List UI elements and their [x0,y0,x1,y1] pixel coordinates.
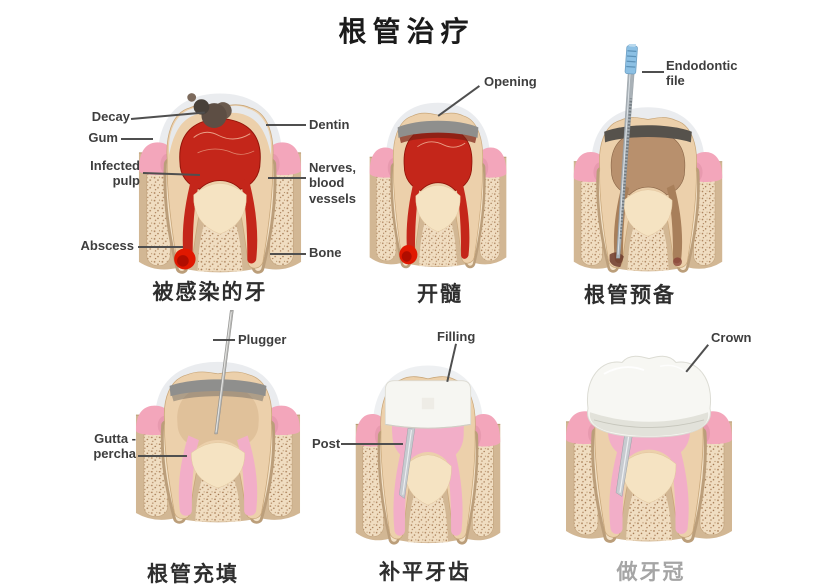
bone-leader-line [270,253,306,255]
opening-label: Opening [484,74,537,89]
endodontic-file-icon [616,44,638,259]
plugger-icon [214,310,234,435]
endodontic-file-label: Endodontic file [666,58,738,89]
nerves-label: Nerves, blood vessels [309,160,356,206]
caption-canal-filling: 根管充填 [147,562,239,586]
endodontic-file-leader-line [642,71,664,73]
caption-canal-preparation: 根管预备 [584,283,676,307]
dentin-label: Dentin [309,117,350,132]
gum-leader-line [121,138,153,140]
filling-label: Filling [437,329,476,344]
infected-pulp-label: Infected pulp [90,158,140,189]
abscess-label: Abscess [80,238,134,253]
caption-make-crown: 做牙冠 [616,560,686,584]
opened-tooth-illustration [369,102,507,274]
filled-tooth-illustration [355,365,501,546]
infected-tooth-illustration [138,93,302,280]
caption-fill-tooth: 补平牙齿 [379,560,471,584]
decay-spot [187,93,232,128]
gum-label: Gum [88,130,118,145]
post-icon [399,427,416,499]
decay-label: Decay [91,109,130,124]
caption-infected-tooth: 被感染的牙 [152,280,268,304]
post-label: Post [312,436,341,451]
root-canal-preparation-illustration [573,44,723,274]
crowned-tooth-illustration [565,355,733,552]
bone-label: Bone [309,245,342,260]
gutta-percha-leader-line [138,455,187,457]
abscess-spot [174,248,196,270]
plugger-leader-line [213,339,235,341]
crown-label: Crown [711,330,752,345]
caption-opening: 开髓 [417,282,463,306]
gutta-percha-label: Gutta - percha [93,431,136,462]
nerves-leader-line [268,177,306,179]
crown-icon [586,355,712,438]
post-leader-line [341,443,403,445]
root-canal-filling-illustration [135,310,301,531]
abscess-spot [399,245,418,265]
dentin-leader-line [266,124,306,126]
plugger-label: Plugger [238,332,287,347]
filling-block [384,380,472,429]
page-title: 根管治疗 [338,16,475,47]
abscess-leader-line [138,246,183,248]
